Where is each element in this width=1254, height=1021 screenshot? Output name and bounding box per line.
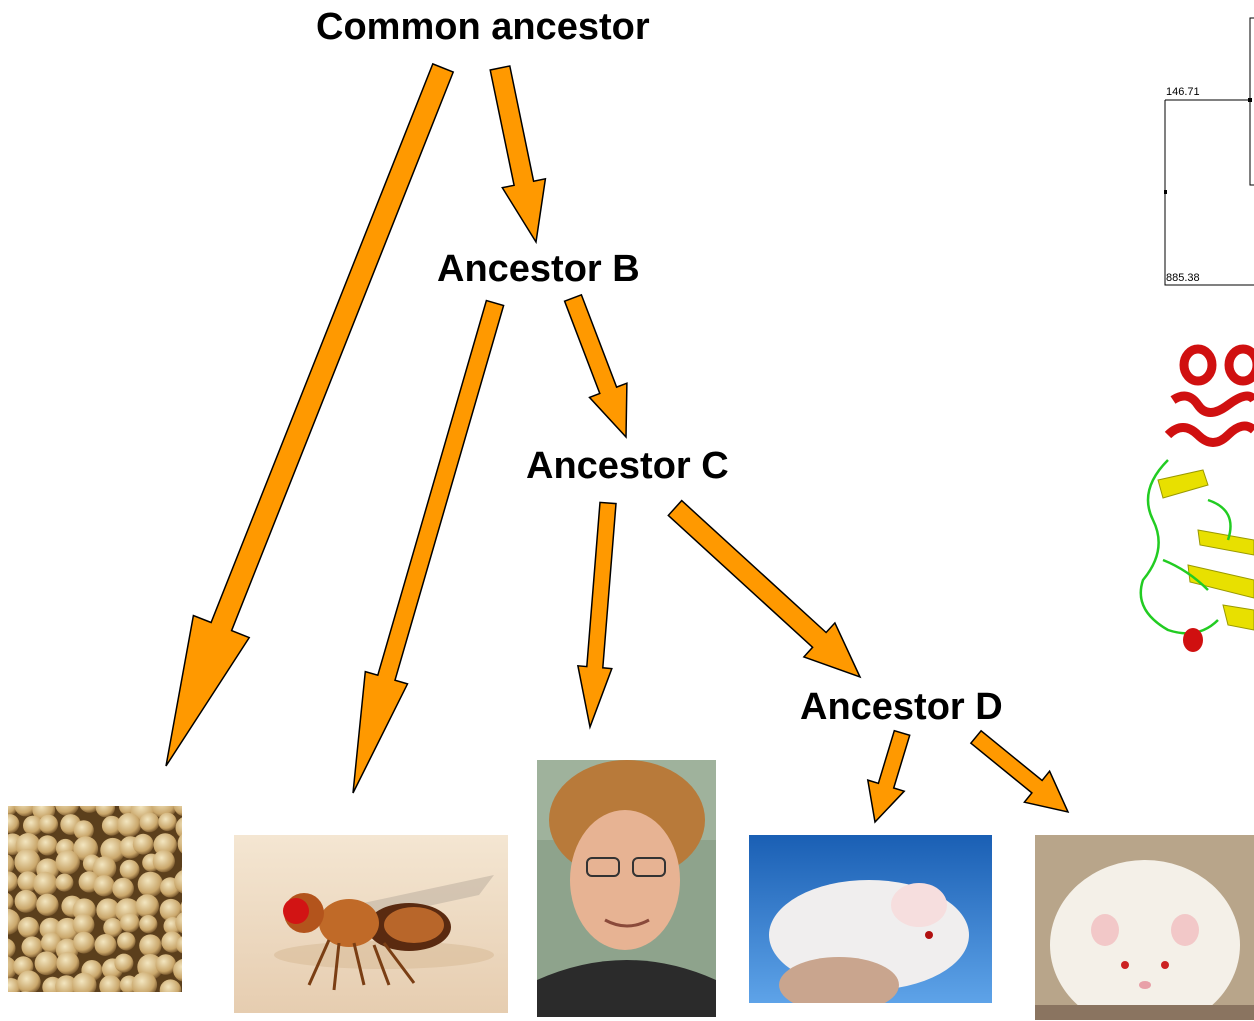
rat-photo [1035,835,1254,1020]
arrow-d-to-mouse [868,731,910,822]
arrow-b-to-fly [353,301,504,794]
arrow-c-to-d [668,501,860,677]
label-common-ancestor: Common ancestor [316,8,650,46]
plot-label-top: 146.71 [1166,86,1200,98]
plot-fragment: 146.71 885.38 [1164,0,1254,290]
fruit-fly-photo [234,835,508,1013]
protein-structure-image [1128,340,1254,670]
arrow-common-to-b [490,66,545,242]
arrow-common-to-yeast [166,64,453,766]
plot-label-bottom: 885.38 [1166,272,1200,284]
arrow-b-to-c [565,295,627,437]
label-ancestor-d: Ancestor D [800,688,1003,726]
human-photo [537,760,716,1017]
label-ancestor-c: Ancestor C [526,447,729,485]
arrow-d-to-rat [971,731,1068,812]
mouse-photo [749,835,992,1003]
yeast-photo [8,806,182,992]
label-ancestor-b: Ancestor B [437,250,640,288]
arrow-c-to-human [578,502,616,727]
